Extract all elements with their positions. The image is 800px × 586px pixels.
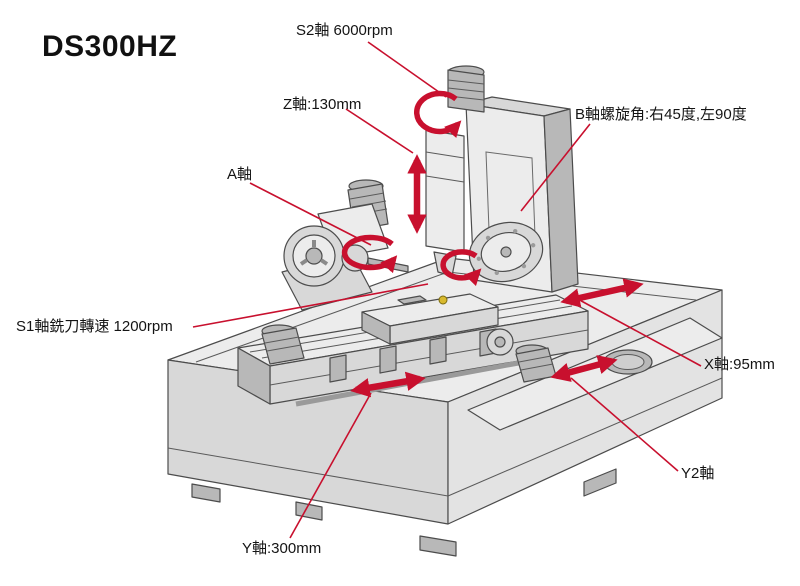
axis-annotations: [192, 41, 702, 539]
leader-line-s2: [367, 41, 447, 98]
label-b-axis: B軸螺旋角:右45度,左90度: [575, 106, 747, 123]
x-axis-arrow: [560, 278, 644, 308]
leader-line-b: [520, 123, 591, 212]
s2-rotation-arrow: [414, 90, 462, 139]
leader-line-a: [249, 182, 372, 246]
leader-line-s1: [192, 283, 429, 328]
label-s2-axis: S2軸 6000rpm: [296, 22, 393, 39]
y2-axis-arrow: [550, 355, 618, 382]
leader-line-x: [573, 296, 702, 367]
label-z-axis: Z軸:130mm: [283, 96, 362, 113]
y-axis-arrow: [350, 371, 426, 398]
label-a-axis: A軸: [227, 166, 253, 183]
page-title: DS300HZ: [42, 30, 178, 63]
a-rotation-arrow: [341, 234, 398, 274]
label-s1-axis: S1軸銑刀轉速 1200rpm: [16, 318, 173, 335]
leader-line-y: [289, 392, 372, 539]
b-rotation-arrow: [440, 249, 482, 287]
label-y2-axis: Y2軸: [681, 465, 715, 482]
b-axis-disc: [468, 221, 544, 283]
label-y-axis: Y軸:300mm: [242, 540, 322, 557]
leader-line-z: [345, 108, 414, 154]
front-motor-left: [261, 324, 305, 365]
leader-line-y2: [570, 377, 679, 472]
front-motor-right: [486, 328, 557, 383]
cross-table: [361, 293, 499, 345]
label-x-axis: X軸:95mm: [704, 356, 775, 373]
